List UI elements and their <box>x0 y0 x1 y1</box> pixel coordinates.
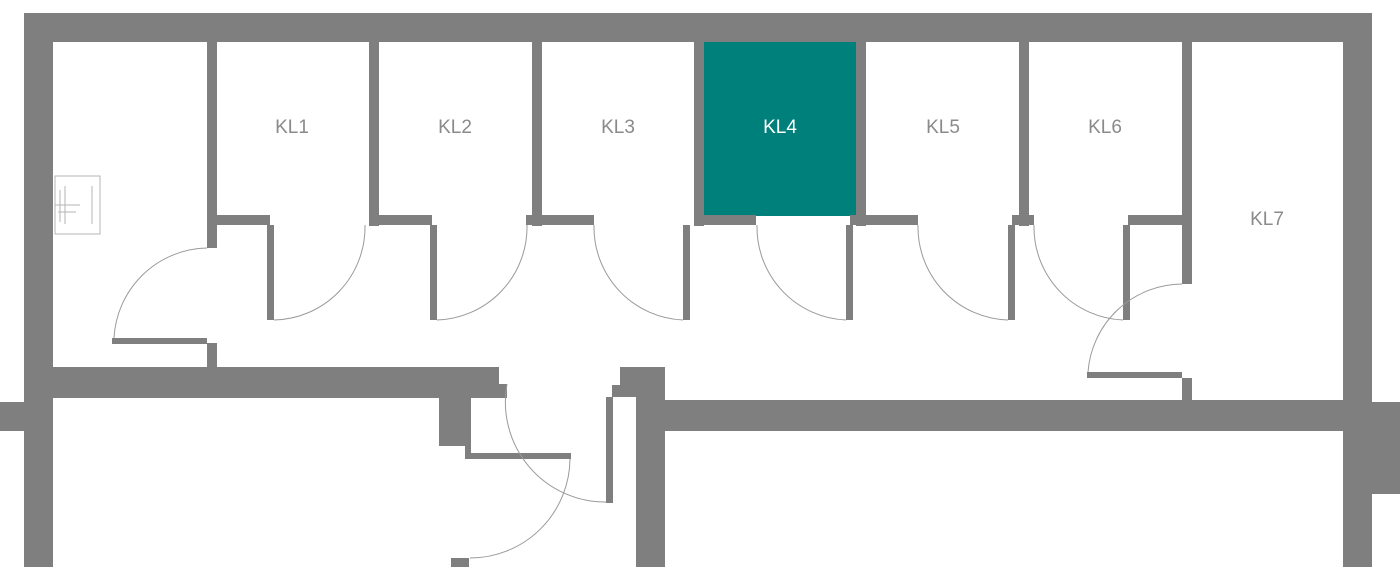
wall-left <box>24 13 53 567</box>
room-label-kl6[interactable]: KL6 <box>1088 117 1122 138</box>
partition-1 <box>207 42 217 248</box>
front-kl5-a <box>850 215 918 225</box>
lower-left-door-stub <box>451 558 469 567</box>
jamb-kl6 <box>1123 225 1130 320</box>
door-swing-kl1[interactable] <box>273 224 366 321</box>
front-kl6-b <box>1128 215 1182 225</box>
partition-7 <box>1182 42 1192 284</box>
corridor-post <box>620 367 665 397</box>
room-label-kl4[interactable]: KL4 <box>763 117 797 138</box>
partition-4 <box>694 42 704 226</box>
door-swing-kl3[interactable] <box>593 224 684 321</box>
front-kl2-a <box>379 215 432 225</box>
door-swing-corridor-upper[interactable] <box>504 383 607 503</box>
corridor-post-jamb <box>612 385 620 397</box>
jamb-kl4 <box>846 225 853 320</box>
jamb-kl3 <box>683 225 690 320</box>
front-kl4-a <box>694 215 756 225</box>
partition-3 <box>532 42 542 226</box>
corridor-wall-right <box>665 400 1343 431</box>
jamb-kl2 <box>430 225 437 320</box>
room-label-kl5[interactable]: KL5 <box>926 117 960 138</box>
jamb-kl1 <box>267 225 274 320</box>
corridor-wall-left <box>53 367 499 384</box>
door-swing-kl4[interactable] <box>756 224 847 321</box>
wall-stub-left <box>0 402 24 431</box>
wall-top <box>24 13 1372 42</box>
door-swing-kl5[interactable] <box>917 224 1009 321</box>
room-labels: KL1 KL2 KL3 KL4 KL5 KL6 KL7 <box>275 117 1284 230</box>
room-kl4-highlight[interactable] <box>704 42 856 216</box>
left-entry-post <box>207 343 217 367</box>
door-swing-left-entry[interactable] <box>113 247 208 339</box>
partition-6 <box>1019 42 1029 226</box>
lower-door-head <box>465 453 571 459</box>
left-entry-sill <box>112 338 207 344</box>
wall-right <box>1343 13 1372 567</box>
room-label-kl1[interactable]: KL1 <box>275 117 309 138</box>
partition-2 <box>369 42 379 226</box>
wall-stub-right <box>1372 402 1400 494</box>
room-label-kl3[interactable]: KL3 <box>601 117 635 138</box>
door-swing-corridor-lower[interactable] <box>469 458 571 559</box>
front-kl3-a <box>526 215 594 225</box>
jamb-kl5 <box>1008 225 1015 320</box>
corridor-wall-left-step-2 <box>465 398 471 456</box>
front-kl6-a <box>1012 215 1034 225</box>
center-vertical-wall <box>636 397 665 567</box>
kl7-door-post <box>1182 378 1192 400</box>
corridor-wall-left-step <box>439 398 465 446</box>
partition-5 <box>856 42 866 226</box>
door-swing-kl6[interactable] <box>1033 224 1124 321</box>
walls <box>0 13 1400 567</box>
front-kl1-a <box>217 215 270 225</box>
electrical-panel-icon <box>54 175 101 235</box>
room-label-kl7[interactable]: KL7 <box>1250 209 1284 230</box>
door-swings <box>113 224 1183 559</box>
door-swing-kl7[interactable] <box>1087 283 1183 373</box>
lower-door-jamb <box>606 397 613 503</box>
door-swing-kl2[interactable] <box>436 224 528 321</box>
kl7-door-sill <box>1087 372 1182 378</box>
room-label-kl2[interactable]: KL2 <box>438 117 472 138</box>
corridor-wall-left-lower <box>53 384 507 398</box>
